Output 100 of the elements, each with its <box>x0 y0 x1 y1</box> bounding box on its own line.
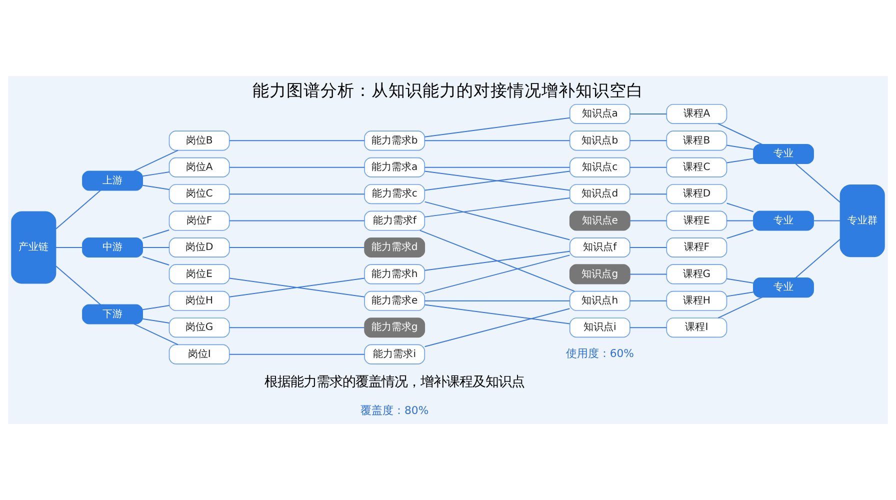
connector <box>133 150 179 172</box>
connector <box>229 140 365 142</box>
connector <box>795 238 841 278</box>
node-box: 岗位D <box>168 237 230 258</box>
node-box: 专业群 <box>840 184 885 258</box>
node-box: 能力需求g <box>364 318 426 338</box>
node-box: 课程F <box>666 237 728 258</box>
connector <box>795 163 841 203</box>
connector <box>229 354 365 355</box>
connector <box>726 292 754 297</box>
connector <box>419 230 575 292</box>
node-box: 能力需求h <box>364 264 426 284</box>
node-box: 知识点e <box>569 210 630 231</box>
connector <box>142 256 170 266</box>
node-box: 岗位I <box>168 344 230 364</box>
node-box: 知识点h <box>569 290 630 311</box>
connector <box>142 184 170 190</box>
node-box: 专业 <box>753 210 814 231</box>
connector <box>726 144 754 150</box>
connector <box>630 327 667 328</box>
connector <box>142 305 170 310</box>
connector <box>424 166 570 168</box>
node-box: 课程A <box>666 104 728 124</box>
node-box: 岗位E <box>168 264 230 284</box>
connector <box>229 194 365 195</box>
node-box: 知识点i <box>569 318 630 338</box>
node-box: 产业链 <box>11 211 56 284</box>
node-box: 知识点b <box>569 130 630 151</box>
node-box: 岗位G <box>168 318 230 338</box>
connector <box>424 170 570 191</box>
node-box: 能力需求f <box>364 210 426 231</box>
node-box: 课程G <box>666 264 728 284</box>
caption: 根据能力需求的覆盖情况，增补课程及知识点 <box>264 374 525 390</box>
node-box: 岗位A <box>168 157 230 178</box>
connector <box>229 166 365 168</box>
connector <box>424 304 570 324</box>
node-box: 下游 <box>82 304 143 324</box>
connector <box>726 220 754 222</box>
node-box: 课程I <box>666 318 728 338</box>
node-box: 课程B <box>666 130 728 151</box>
connector <box>142 230 170 239</box>
connector <box>630 113 667 114</box>
connector <box>56 266 102 306</box>
connector <box>142 318 170 324</box>
connector <box>424 201 570 240</box>
connector <box>630 247 667 248</box>
node-box: 知识点c <box>569 157 630 178</box>
connector <box>56 247 83 248</box>
connector <box>424 308 570 348</box>
node-box: 能力需求c <box>364 184 426 204</box>
connector <box>229 247 365 248</box>
node-box: 岗位F <box>168 210 230 231</box>
connector <box>424 250 570 271</box>
connector <box>424 140 570 142</box>
node-box: 专业 <box>753 278 814 298</box>
connector <box>630 140 667 142</box>
node-box: 中游 <box>82 237 143 258</box>
node-box: 能力需求e <box>364 290 426 311</box>
node-box: 岗位C <box>168 184 230 204</box>
node-box: 能力需求d <box>364 237 426 258</box>
connector <box>630 220 667 222</box>
node-box: 专业 <box>753 144 814 164</box>
node-box: 知识点g <box>569 264 630 284</box>
node-box: 课程C <box>666 157 728 178</box>
node-box: 岗位B <box>168 130 230 151</box>
connector <box>726 202 754 212</box>
connector <box>424 117 570 138</box>
connector <box>813 220 841 222</box>
diagram-title: 能力图谱分析：从知识能力的对接情况增补知识空白 <box>252 81 644 100</box>
node-box: 知识点d <box>569 184 630 204</box>
node-box: 岗位H <box>168 290 230 311</box>
connector <box>229 278 365 298</box>
node-box: 能力需求b <box>364 130 426 151</box>
node-box: 课程H <box>666 290 728 311</box>
connector <box>718 296 763 318</box>
connector <box>718 123 763 145</box>
node-box: 课程E <box>666 210 728 231</box>
connector <box>630 194 667 195</box>
node-box: 知识点f <box>569 237 630 258</box>
node-box: 知识点a <box>569 104 630 124</box>
connector <box>142 247 170 248</box>
connector <box>133 323 179 346</box>
connector <box>630 274 667 275</box>
node-box: 能力需求a <box>364 157 426 178</box>
connector <box>424 254 570 294</box>
node-box: 课程D <box>666 184 728 204</box>
connector <box>630 300 667 302</box>
connector <box>726 230 754 239</box>
connector <box>726 278 754 284</box>
connector <box>630 166 667 168</box>
connector <box>142 172 170 177</box>
connector <box>229 327 365 328</box>
label: 使用度：60% <box>566 347 634 360</box>
connector <box>229 220 365 222</box>
connector <box>424 300 570 302</box>
node-box: 上游 <box>82 170 143 191</box>
node-box: 能力需求i <box>364 344 426 364</box>
connector <box>424 197 570 218</box>
connector <box>56 190 102 230</box>
label: 覆盖度：80% <box>360 404 429 417</box>
